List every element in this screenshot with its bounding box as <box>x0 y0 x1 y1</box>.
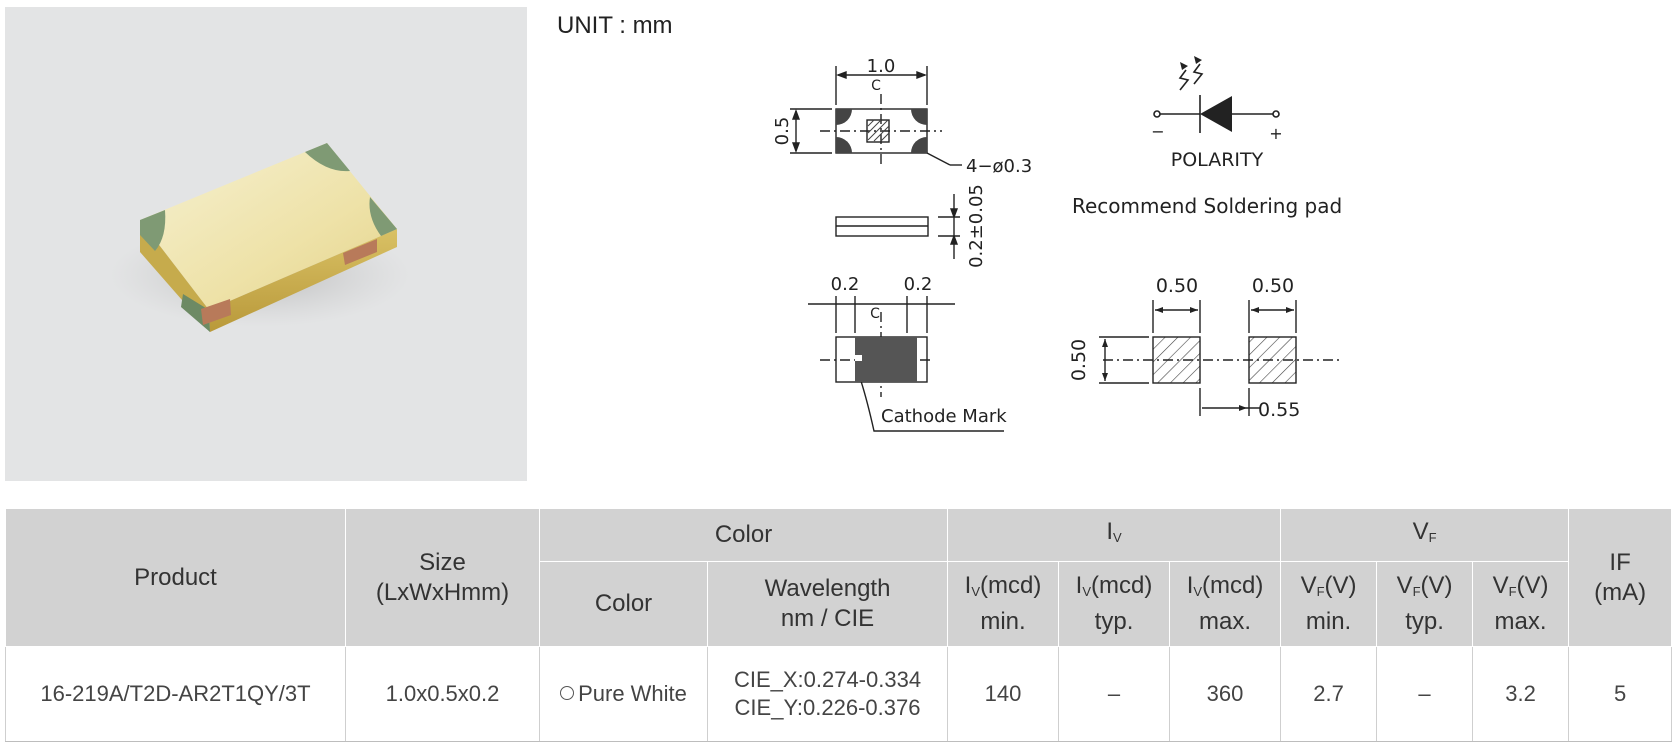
header-size: Size (LxWxHmm) <box>345 508 540 647</box>
vf-sub: F <box>1316 584 1325 599</box>
header-color: Color <box>539 561 708 647</box>
pad-gap-dimension: 0.55 <box>1258 399 1300 421</box>
width-dimension: 1.0 <box>867 56 896 77</box>
led-chip-illustration <box>140 143 397 332</box>
vf-symbol: V <box>1492 572 1509 599</box>
cell-vf-min: 2.7 <box>1280 646 1378 742</box>
iv-unit: (mcd) <box>1091 572 1153 599</box>
cell-iv-max: 360 <box>1169 646 1282 742</box>
height-dimension: 0.5 <box>772 117 793 146</box>
iv-symbol: I <box>1075 572 1083 599</box>
color-swatch-icon <box>560 686 575 701</box>
pad2-width-dimension: 0.50 <box>1252 275 1294 297</box>
header-vf-max: VF(V) max. <box>1472 561 1570 647</box>
header-vf-typ: VF(V) typ. <box>1376 561 1474 647</box>
dimension-drawing: 1.0 0.5 C 4−ø0.3 0.2±0.05 0.2 0.2 C Cath… <box>772 56 1342 432</box>
header-wavelength-line1: Wavelength <box>764 575 891 602</box>
iv-sub: V <box>1193 584 1203 599</box>
cell-vf-typ: – <box>1376 646 1474 742</box>
polarity-label: POLARITY <box>1171 149 1264 171</box>
iv-unit: (mcd) <box>1202 572 1264 599</box>
header-iv-min: IV(mcd) min. <box>947 561 1060 647</box>
vf-min-label: min. <box>1305 608 1352 635</box>
spec-table: Product Size (LxWxHmm) Color IV VF IF (m… <box>5 508 1673 742</box>
thickness-dimension: 0.2±0.05 <box>966 184 987 268</box>
iv-unit: (mcd) <box>980 572 1042 599</box>
cell-if: 5 <box>1568 646 1673 742</box>
cell-vf-max: 3.2 <box>1472 646 1570 742</box>
vf-sub: F <box>1412 584 1421 599</box>
cell-cie-y: CIE_Y:0.226-0.376 <box>734 695 921 720</box>
iv-max-label: max. <box>1199 608 1252 635</box>
solder-pad-title: Recommend Soldering pad <box>1072 194 1342 218</box>
iv-min-label: min. <box>980 608 1026 635</box>
vf-typ-label: typ. <box>1405 608 1444 635</box>
header-iv-max: IV(mcd) max. <box>1169 561 1282 647</box>
hole-dimension: 4−ø0.3 <box>966 156 1032 177</box>
cathode-mark-label: Cathode Mark <box>881 406 1007 427</box>
iv-sub: V <box>971 584 981 599</box>
polarity-plus: + <box>1269 124 1282 143</box>
header-vf-group: VF <box>1280 508 1570 562</box>
header-size-line1: Size <box>419 548 466 576</box>
header-product: Product <box>5 508 346 647</box>
cell-iv-min: 140 <box>947 646 1060 742</box>
header-color-group: Color <box>538 508 949 562</box>
header-vf-sub: F <box>1428 530 1437 545</box>
pad-height-dimension: 0.50 <box>1068 339 1090 381</box>
unit-label: UNIT : mm <box>557 12 673 39</box>
vf-sub: F <box>1508 584 1517 599</box>
iv-symbol: I <box>964 572 972 599</box>
pad1-width-dimension: 0.50 <box>1156 275 1198 297</box>
bottom-center-mark: C <box>870 306 880 322</box>
vf-symbol: V <box>1300 572 1317 599</box>
vf-unit: (V) <box>1516 572 1549 599</box>
table-row: 16-219A/T2D-AR2T1QY/3T 1.0x0.5x0.2 Pure … <box>5 646 1673 742</box>
header-if: IF (mA) <box>1568 508 1673 647</box>
cell-product: 16-219A/T2D-AR2T1QY/3T <box>5 646 346 742</box>
header-vf-min: VF(V) min. <box>1280 561 1378 647</box>
vf-unit: (V) <box>1420 572 1453 599</box>
polarity-minus: − <box>1151 122 1164 141</box>
iv-symbol: I <box>1186 572 1194 599</box>
bottom-left-dimension: 0.2 <box>831 274 860 295</box>
header-iv-typ: IV(mcd) typ. <box>1058 561 1171 647</box>
center-mark: C <box>871 78 881 94</box>
header-if-line1: IF <box>1609 548 1631 576</box>
header-size-line2: (LxWxHmm) <box>375 578 510 606</box>
bottom-right-dimension: 0.2 <box>904 274 933 295</box>
header-iv-symbol: I <box>1106 518 1114 545</box>
vf-symbol: V <box>1396 572 1413 599</box>
header-iv-sub: V <box>1113 530 1122 545</box>
cell-iv-typ: – <box>1058 646 1171 742</box>
header-wavelength: Wavelength nm / CIE <box>706 561 949 647</box>
product-photo <box>5 7 527 481</box>
header-iv-group: IV <box>947 508 1282 562</box>
cell-size: 1.0x0.5x0.2 <box>345 646 540 742</box>
cell-color-label: Pure White <box>578 681 687 706</box>
header-wavelength-line2: nm / CIE <box>780 605 875 632</box>
cell-color: Pure White <box>539 646 708 742</box>
vf-unit: (V) <box>1324 572 1357 599</box>
vf-max-label: max. <box>1494 608 1547 635</box>
iv-sub: V <box>1082 584 1092 599</box>
cell-cie-x: CIE_X:0.274-0.334 <box>733 667 922 692</box>
header-vf-symbol: V <box>1412 518 1429 545</box>
iv-typ-label: typ. <box>1094 608 1134 635</box>
header-if-line2: (mA) <box>1594 578 1647 606</box>
